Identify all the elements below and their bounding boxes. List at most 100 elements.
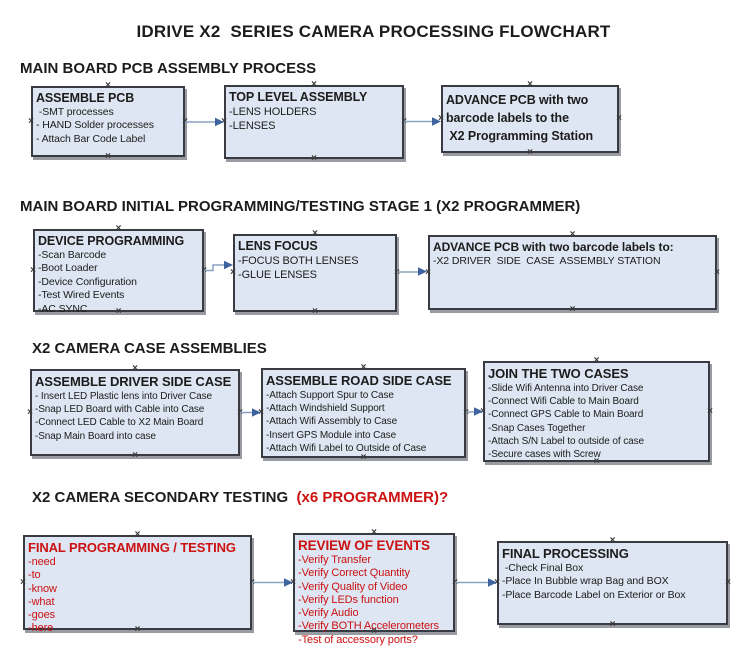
box-item: -Scan Barcode: [38, 249, 107, 261]
box-item: -Connect LED Cable to X2 Main Board: [35, 417, 204, 429]
box-item: -to: [28, 569, 41, 582]
flow-box-lens-focus: LENS FOCUS -FOCUS BOTH LENSES -GLUE LENS…: [230, 229, 400, 317]
box-item: -Attach Wifi Assembly to Case: [266, 416, 398, 428]
box-item: -Insert GPS Module into Case: [266, 429, 397, 441]
connection-handle-icon: ×: [20, 576, 26, 588]
connection-handle-icon: ×: [616, 113, 622, 124]
flow-arrow: [252, 578, 293, 587]
box-item: -Connect GPS Cable to Main Board: [488, 409, 644, 421]
connection-handle-icon: ×: [725, 577, 731, 588]
flow-box-assemble-driver-side-case: ASSEMBLE DRIVER SIDE CASE - Insert LED P…: [27, 364, 243, 461]
box-item: -Verify Correct Quantity: [298, 567, 410, 580]
connection-handle-icon: ×: [609, 619, 616, 630]
box-item: -Test of accessory ports?: [298, 633, 418, 646]
box-title: ADVANCE PCB with two: [446, 93, 589, 107]
section-heading-pcb-assembly: MAIN BOARD PCB ASSEMBLY PROCESS: [20, 60, 317, 77]
box-item: -Attach Support Spur to Case: [266, 390, 394, 401]
box-item: -Boot Loader: [38, 262, 98, 275]
connection-handle-icon: ×: [480, 405, 486, 417]
connection-handle-icon: ×: [527, 79, 533, 90]
box-item: -GLUE LENSES: [238, 269, 317, 281]
box-item: -Secure cases with Screw: [488, 449, 601, 461]
box-item: -Attach Wifi Label to Outside of Case: [266, 442, 427, 454]
connection-handle-icon: ×: [463, 407, 469, 418]
box-title: FINAL PROCESSING: [502, 546, 629, 561]
box-item: -LENS HOLDERS: [229, 106, 317, 118]
section-heading-initial-programming: MAIN BOARD INITIAL PROGRAMMING/TESTING S…: [20, 198, 581, 215]
box-item: - HAND Solder processes: [36, 119, 154, 132]
connection-handle-icon: ×: [425, 266, 431, 278]
connection-handle-icon: ×: [714, 266, 720, 278]
box-item: -Snap Main Board into case: [35, 430, 156, 442]
box-item: -Place In Bubble wrap Bag and BOX: [502, 575, 669, 588]
box-item: -Connect Wifi Cable to Main Board: [488, 396, 639, 408]
box-item: -Verify LEDs function: [298, 593, 399, 606]
flow-arrow: [185, 117, 224, 127]
connection-handle-icon: ×: [527, 147, 533, 158]
connection-handle-icon: ×: [494, 577, 500, 588]
box-item: -what: [28, 595, 55, 608]
box-item: -Verify Audio: [298, 607, 359, 620]
connection-handle-icon: ×: [707, 405, 713, 417]
flow-box-final-processing: FINAL PROCESSING -Check Final Box -Place…: [494, 536, 731, 630]
box-title: REVIEW OF EVENTS: [298, 538, 430, 553]
flow-box-assemble-pcb: ASSEMBLE PCB -SMT processes - HAND Solde…: [28, 81, 188, 162]
box-title: barcode labels to the: [446, 111, 569, 125]
connection-handle-icon: ×: [132, 450, 138, 461]
connection-handle-icon: ×: [569, 304, 576, 315]
box-item: -goes: [28, 609, 56, 622]
box-item: -Check Final Box: [502, 562, 584, 574]
section-heading-case-assemblies: X2 CAMERA CASE ASSEMBLIES: [32, 340, 267, 357]
connection-handle-icon: ×: [28, 115, 34, 127]
box-item: -Verify Quality of Video: [298, 580, 408, 593]
box-item: -Device Configuration: [38, 275, 137, 288]
connection-handle-icon: ×: [201, 264, 207, 276]
flow-box-top-level-assembly: TOP LEVEL ASSEMBLY -LENS HOLDERS -LENSES…: [221, 80, 407, 164]
connection-handle-icon: ×: [30, 264, 36, 276]
connection-handle-icon: ×: [221, 116, 227, 127]
connection-handle-icon: ×: [105, 151, 111, 162]
connection-handle-icon: ×: [237, 406, 243, 418]
box-item: -need: [28, 556, 56, 568]
box-item: -here: [28, 622, 54, 635]
box-item: - Insert LED Plastic lens into Driver Ca…: [35, 391, 212, 402]
box-item: -Snap LED Board with Cable into Case: [35, 404, 205, 416]
box-item: - Attach Bar Code Label: [36, 132, 146, 145]
flow-arrow: [455, 578, 497, 587]
box-item: -Verify BOTH Accelerometers: [298, 620, 439, 633]
box-item: -Slide Wifi Antenna into Driver Case: [488, 383, 644, 394]
section-heading-secondary-testing: X2 CAMERA SECONDARY TESTING (x6 PROGRAMM…: [32, 489, 448, 506]
flow-box-join-the-two-cases: JOIN THE TWO CASES -Slide Wifi Antenna i…: [480, 356, 713, 467]
flow-arrow: [397, 267, 427, 276]
flow-box-advance-to-programming-station: ADVANCE PCB with two barcode labels to t…: [438, 80, 622, 158]
box-item: -LENSES: [229, 120, 276, 132]
box-item: -X2 DRIVER SIDE CASE ASSEMBLY STATION: [433, 255, 661, 267]
box-item: -Place Barcode Label on Exterior or Box: [502, 588, 686, 601]
flow-box-review-of-events: REVIEW OF EVENTS -Verify Transfer -Verif…: [290, 528, 458, 646]
box-title: X2 Programming Station: [446, 129, 594, 143]
flow-box-advance-to-case-assembly: ADVANCE PCB with two barcode labels to: …: [425, 230, 720, 315]
box-item: -SMT processes: [36, 106, 114, 118]
flow-box-assemble-road-side-case: ASSEMBLE ROAD SIDE CASE -Attach Support …: [258, 363, 469, 463]
flow-arrow: [404, 117, 441, 126]
flow-box-final-programming-testing: FINAL PROGRAMMING / TESTING -need -to -k…: [20, 530, 255, 635]
connection-handle-icon: ×: [311, 153, 317, 164]
box-item: -FOCUS BOTH LENSES: [238, 255, 359, 267]
box-title: ASSEMBLE ROAD SIDE CASE: [266, 373, 452, 388]
page-title: IDRIVE X2 SERIES CAMERA PROCESSING FLOWC…: [136, 22, 611, 41]
connection-handle-icon: ×: [312, 306, 318, 317]
connection-handle-icon: ×: [230, 267, 236, 278]
connection-handle-icon: ×: [452, 576, 458, 588]
box-item: -Verify Transfer: [298, 554, 371, 566]
box-item: -AC SYNC: [38, 302, 88, 315]
box-item: -know: [28, 582, 57, 595]
box-title: ASSEMBLE DRIVER SIDE CASE: [35, 374, 232, 389]
connection-handle-icon: ×: [258, 407, 264, 418]
box-title: JOIN THE TWO CASES: [488, 366, 629, 381]
box-title: FINAL PROGRAMMING / TESTING: [28, 540, 236, 555]
flow-arrow: [204, 260, 233, 272]
box-item: -Attach Windshield Support: [266, 403, 385, 415]
section-heading-accent: (x6 PROGRAMMER)?: [288, 489, 449, 506]
box-title: TOP LEVEL ASSEMBLY: [229, 90, 368, 104]
